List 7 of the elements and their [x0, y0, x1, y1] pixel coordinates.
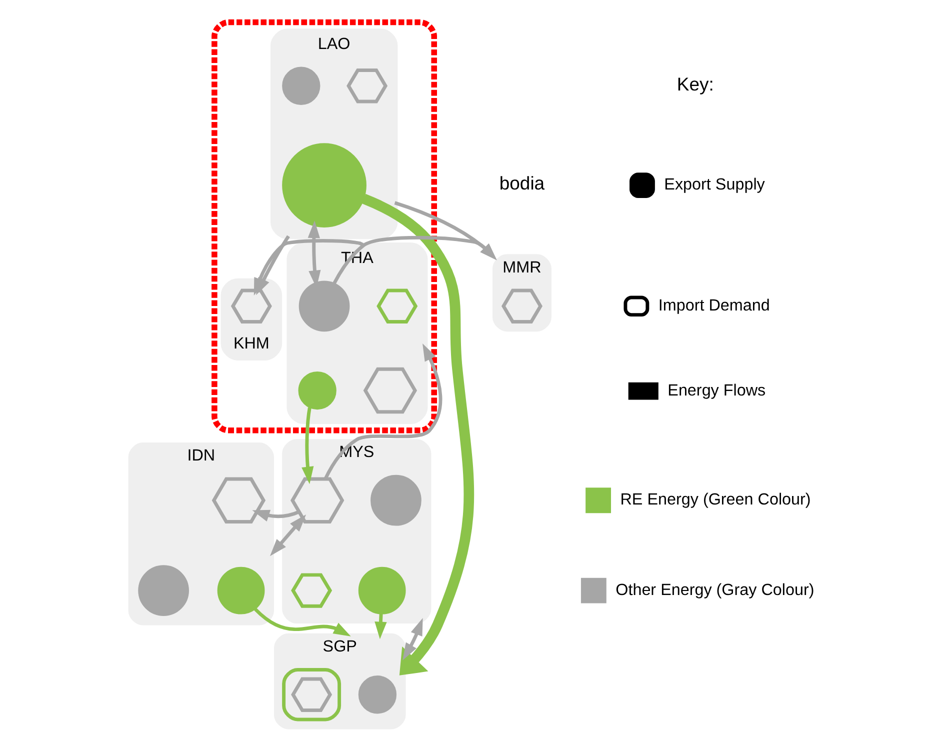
legend-label: Energy Flows: [668, 381, 766, 400]
label: bodia: [499, 172, 545, 194]
label: Key:: [676, 73, 714, 94]
legend-label: Export Supply: [664, 176, 765, 194]
legend-label: Other Energy (Gray Colour): [616, 580, 814, 599]
legend-label: RE Energy (Green Colour): [620, 490, 811, 509]
legend-label: Import Demand: [658, 296, 770, 314]
